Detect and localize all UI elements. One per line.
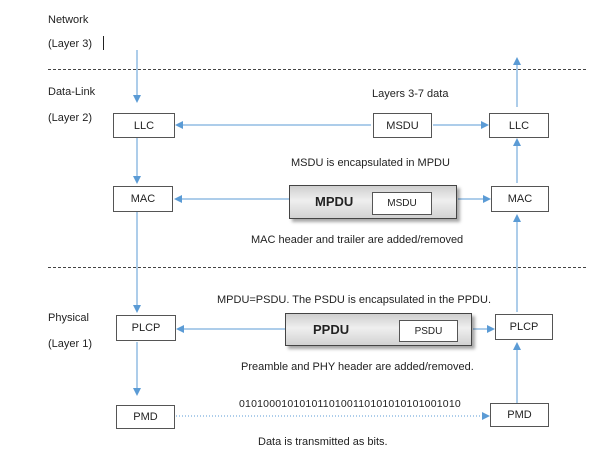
mpdu-frame: MPDU MSDU	[289, 185, 457, 219]
mac-right-box: MAC	[491, 186, 549, 212]
network-layer-number: (Layer 3)	[48, 38, 93, 50]
bits-caption: Data is transmitted as bits.	[258, 436, 388, 448]
network-layer-label: Network	[48, 14, 89, 26]
plcp-left-box: PLCP	[116, 315, 176, 341]
ppdu-psdu-box: PSDU	[399, 320, 458, 342]
mpdu-psdu-caption: MPDU=PSDU. The PSDU is encapsulated in t…	[217, 294, 491, 306]
datalink-layer-label: Data-Link	[48, 86, 96, 98]
llc-right-box: LLC	[489, 113, 549, 138]
llc-left-box: LLC	[113, 113, 175, 138]
layers-data-caption: Layers 3-7 data	[372, 88, 449, 100]
mpdu-msdu-box: MSDU	[372, 192, 432, 215]
pmd-right-box: PMD	[490, 403, 549, 427]
mac-left-box: MAC	[113, 186, 173, 212]
pmd-left-box: PMD	[116, 405, 175, 429]
ppdu-frame: PPDU PSDU	[285, 313, 472, 346]
msdu-encapsulation-caption: MSDU is encapsulated in MPDU	[291, 157, 450, 169]
network-datalink-divider	[48, 69, 586, 70]
mac-header-caption: MAC header and trailer are added/removed	[251, 234, 464, 246]
msdu-box: MSDU	[373, 113, 432, 138]
text-cursor	[103, 36, 104, 50]
plcp-right-box: PLCP	[495, 314, 553, 340]
ppdu-title: PPDU	[313, 322, 350, 337]
physical-layer-number: (Layer 1)	[48, 338, 93, 350]
mpdu-title: MPDU	[315, 194, 354, 209]
bitstream-text: 0101000101010110100110101010101001010	[239, 398, 461, 410]
physical-layer-label: Physical	[48, 312, 89, 324]
datalink-layer-number: (Layer 2)	[48, 112, 93, 124]
preamble-caption: Preamble and PHY header are added/remove…	[241, 361, 474, 373]
datalink-physical-divider	[48, 267, 586, 268]
